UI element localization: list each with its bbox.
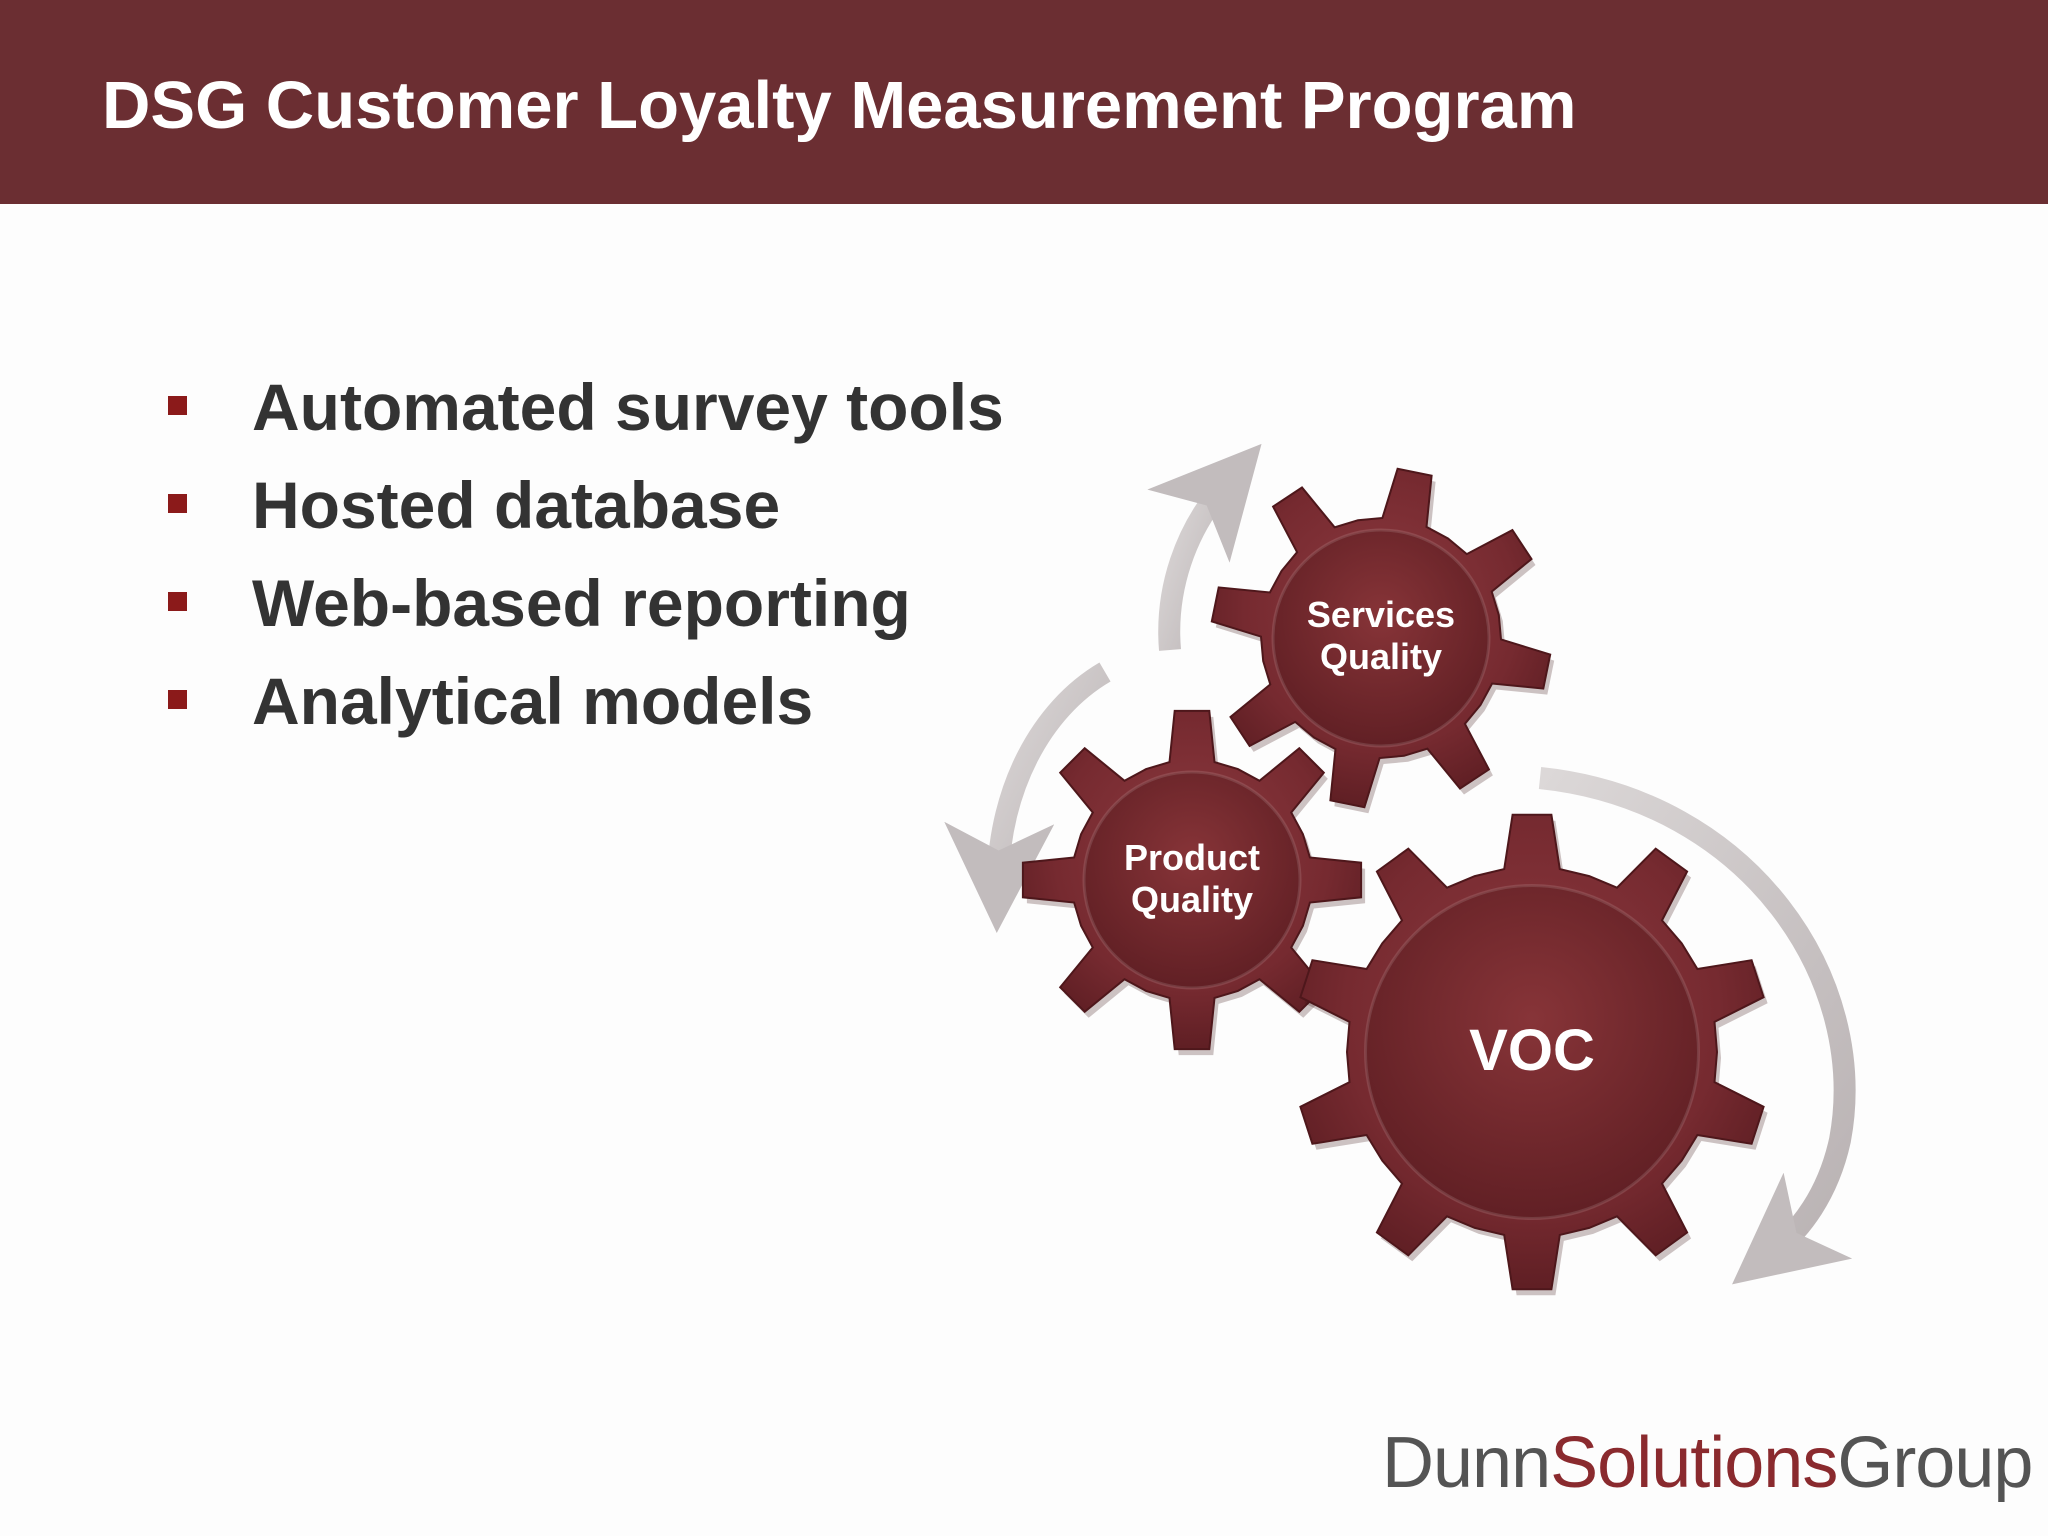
square-bullet-icon: [168, 592, 187, 611]
bullet-text: Analytical models: [252, 664, 814, 738]
bullet-text: Web-based reporting: [252, 566, 911, 640]
gear-label-line1: Product: [1124, 837, 1260, 878]
square-bullet-icon: [168, 396, 187, 415]
logo-text-part: Group: [1837, 1423, 2033, 1503]
logo-text-part: Solutions: [1550, 1423, 1838, 1503]
curved-arrow-icon: [1538, 767, 1856, 1285]
bullet-text: Automated survey tools: [252, 370, 1004, 444]
gear-label-line2: Quality: [1320, 636, 1442, 677]
company-logo: DunnSolutionsGroup: [1382, 1418, 2033, 1508]
curved-arrow-icon: [1147, 443, 1262, 651]
bullet-text: Hosted database: [252, 468, 781, 542]
header-bar: DSG Customer Loyalty Measurement Program: [0, 0, 2048, 204]
gear-label-line2: Quality: [1131, 879, 1253, 920]
square-bullet-icon: [168, 690, 187, 709]
slide-title: DSG Customer Loyalty Measurement Program: [102, 68, 1577, 143]
gear-hub: [1364, 884, 1700, 1220]
gear-label-line1: Services: [1307, 594, 1455, 635]
gear-label-line1: VOC: [1469, 1018, 1595, 1083]
square-bullet-icon: [168, 494, 187, 513]
gear-hub: [1082, 770, 1302, 990]
gear-hub: [1271, 528, 1491, 748]
gear-icon: [1021, 709, 1366, 1056]
curved-arrow-icon: [944, 662, 1111, 933]
logo-text-part: Dunn: [1382, 1423, 1551, 1503]
gear-icon: [1299, 813, 1768, 1296]
gear-icon: [1210, 467, 1555, 814]
